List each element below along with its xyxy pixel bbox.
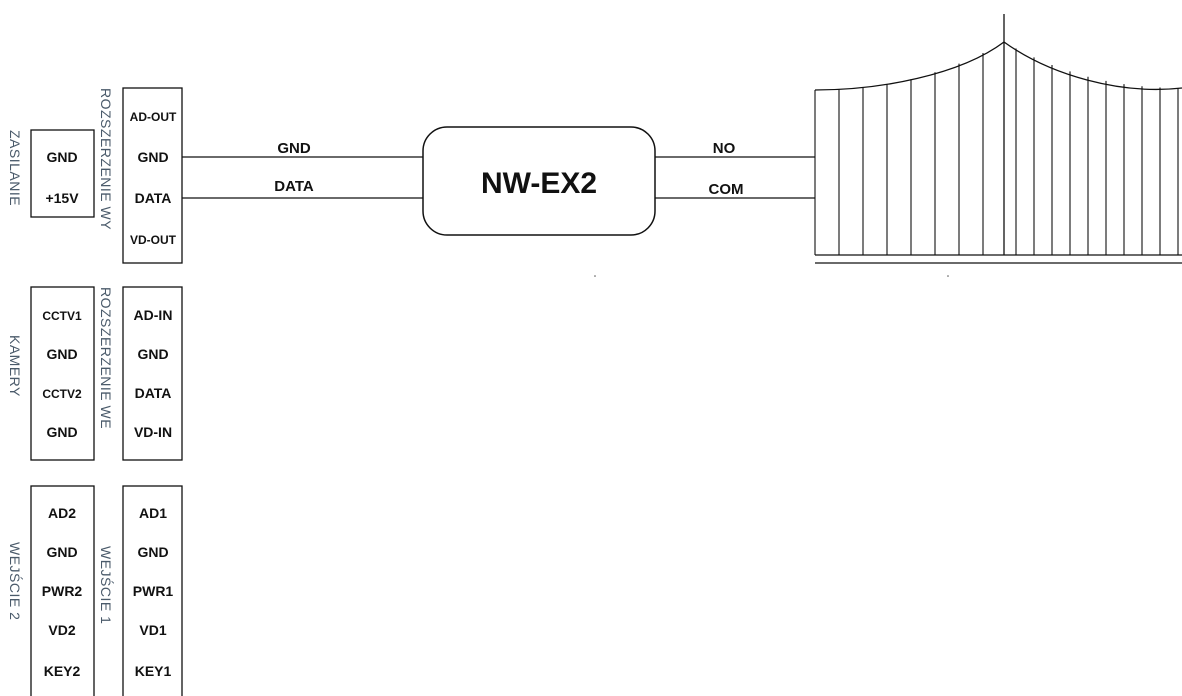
com-wire-label: COM bbox=[709, 181, 744, 198]
pin-label: KEY2 bbox=[44, 663, 81, 679]
pin-label: PWR2 bbox=[42, 583, 83, 599]
wejscie-2-label: WEJŚCIE 2 bbox=[7, 542, 24, 620]
pin-label: DATA bbox=[135, 190, 172, 206]
pin-label: GND bbox=[46, 149, 77, 165]
pin-label: GND bbox=[46, 424, 77, 440]
kamery-label: KAMERY bbox=[7, 335, 23, 397]
pin-label: GND bbox=[137, 149, 168, 165]
nw-ex2-module: NW-EX2 bbox=[422, 126, 656, 236]
wejscie-1-block: AD1 GND PWR1 VD1 KEY1 WEJŚCIE 1 bbox=[98, 485, 183, 696]
wires-right: NO COM bbox=[655, 140, 815, 199]
pin-label: GND bbox=[137, 346, 168, 362]
stray-dot bbox=[947, 275, 949, 277]
wejscie-2-block: AD2 GND PWR2 VD2 KEY2 WEJŚCIE 2 bbox=[7, 485, 95, 696]
wejscie-1-label: WEJŚCIE 1 bbox=[98, 546, 115, 624]
pin-label: GND bbox=[46, 544, 77, 560]
kamery-block: CCTV1 GND CCTV2 GND KAMERY bbox=[7, 286, 95, 461]
pin-label: AD1 bbox=[139, 505, 167, 521]
pin-label: VD-OUT bbox=[130, 233, 177, 247]
pin-label: KEY1 bbox=[135, 663, 172, 679]
pin-label: AD2 bbox=[48, 505, 76, 521]
pin-label: AD-OUT bbox=[130, 110, 177, 124]
pin-label: GND bbox=[46, 346, 77, 362]
pin-label: CCTV2 bbox=[42, 387, 82, 401]
rozszerzenie-wy-block: AD-OUT GND DATA VD-OUT ROZSZERZENIE WY bbox=[98, 87, 183, 264]
no-wire-label: NO bbox=[713, 140, 736, 157]
pin-label: AD-IN bbox=[134, 307, 173, 323]
rozszerzenie-we-label: ROZSZERZENIE WE bbox=[98, 287, 114, 429]
gate-icon bbox=[814, 14, 1182, 264]
data-wire-label: DATA bbox=[274, 178, 314, 195]
pin-label: VD2 bbox=[48, 622, 75, 638]
pin-label: +15V bbox=[45, 190, 79, 206]
rozszerzenie-wy-label: ROZSZERZENIE WY bbox=[98, 88, 114, 230]
nw-ex2-label: NW-EX2 bbox=[481, 167, 597, 200]
zasilanie-block: GND +15V ZASILANIE bbox=[7, 129, 95, 218]
stray-dot bbox=[594, 275, 596, 277]
gnd-wire-label: GND bbox=[277, 140, 311, 157]
pin-label: CCTV1 bbox=[42, 309, 82, 323]
wires-left: GND DATA bbox=[182, 140, 423, 199]
pin-label: DATA bbox=[135, 385, 172, 401]
pin-label: PWR1 bbox=[133, 583, 174, 599]
pin-label: GND bbox=[137, 544, 168, 560]
pin-label: VD-IN bbox=[134, 424, 172, 440]
pin-label: VD1 bbox=[139, 622, 166, 638]
zasilanie-label: ZASILANIE bbox=[7, 130, 23, 206]
rozszerzenie-we-block: AD-IN GND DATA VD-IN ROZSZERZENIE WE bbox=[98, 286, 183, 461]
